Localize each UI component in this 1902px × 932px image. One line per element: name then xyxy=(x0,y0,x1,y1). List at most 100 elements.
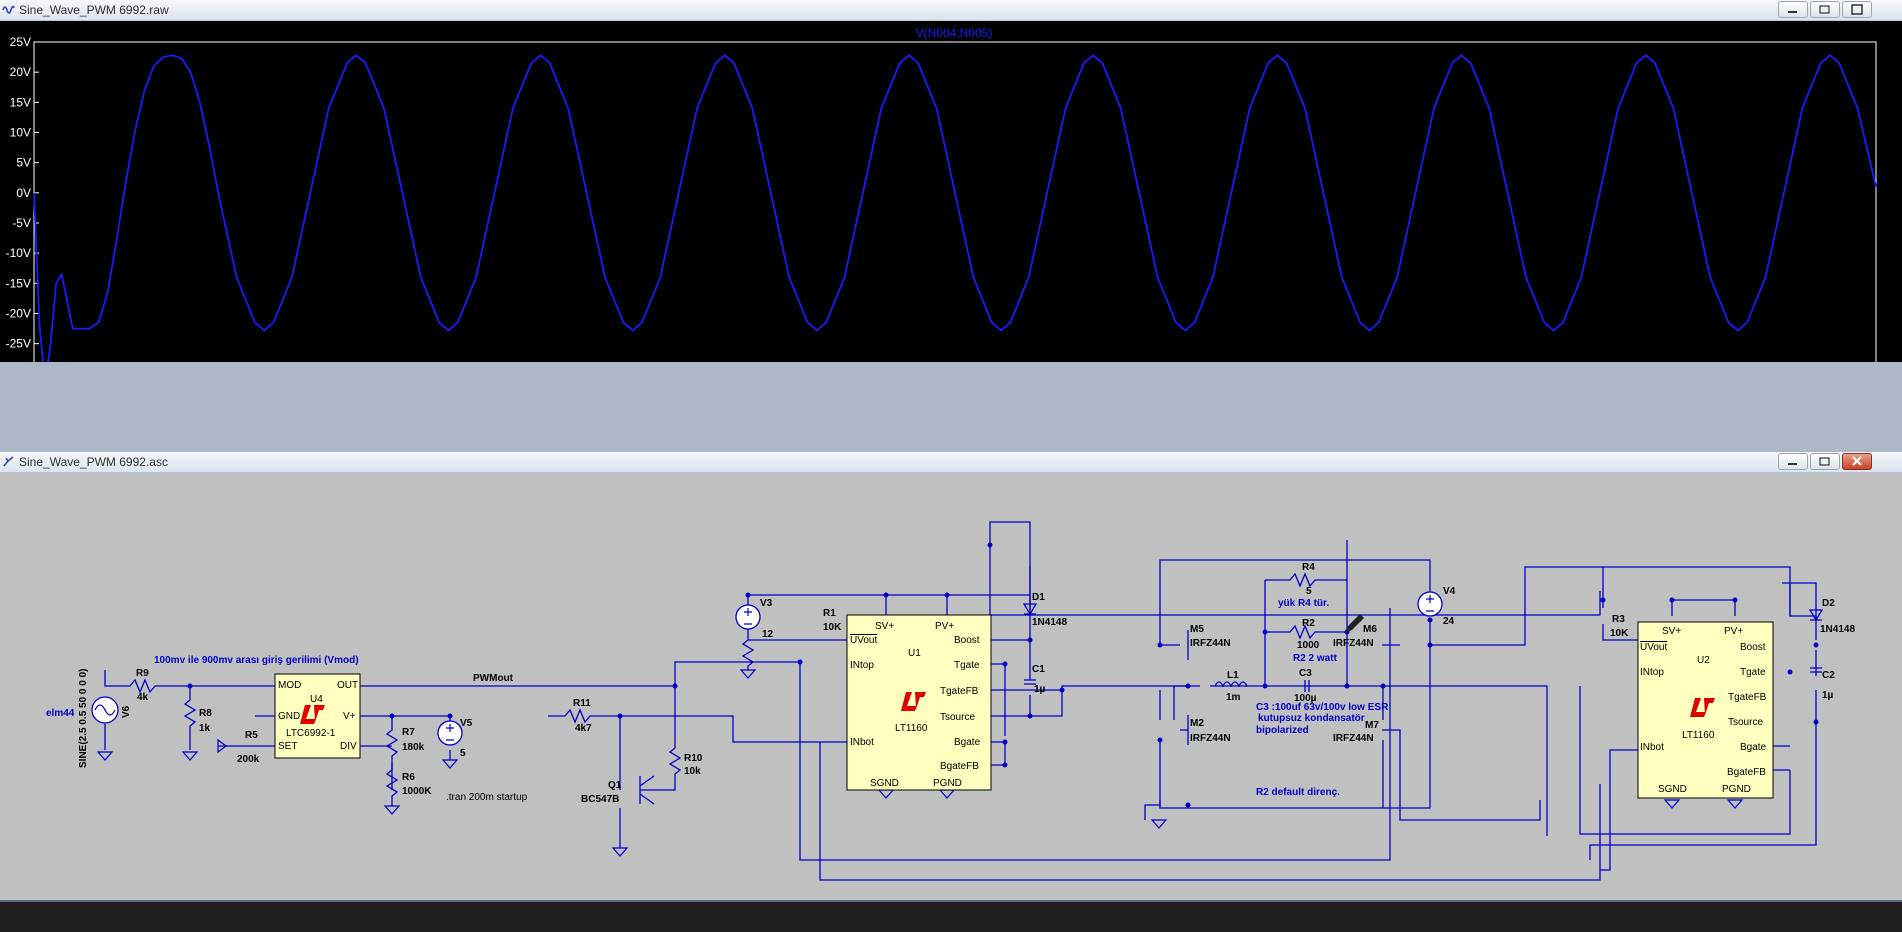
trace-line[interactable] xyxy=(33,54,1877,362)
u2-pin-uvout: UVout xyxy=(1640,642,1667,653)
v5-source[interactable] xyxy=(437,720,463,746)
y-tick-label: -10V xyxy=(6,246,31,260)
v6-value: SINE(2.5 0.5 50 0 0 0) xyxy=(78,668,89,768)
r4-name: R4 xyxy=(1302,562,1315,573)
schematic-close-button[interactable] xyxy=(1842,453,1872,470)
r5-val: 200k xyxy=(237,754,260,765)
y-tick-label: 25V xyxy=(10,35,31,49)
minimize-button[interactable] xyxy=(1778,1,1808,18)
c3-name: C3 xyxy=(1299,668,1312,679)
u2-pin-sgnd: SGND xyxy=(1658,784,1687,795)
r6-name: R6 xyxy=(402,772,415,783)
note-r4[interactable]: yük R4 tür. xyxy=(1278,598,1329,609)
plot-frame xyxy=(33,41,1877,362)
u2-part: LT1160 xyxy=(1682,730,1715,741)
c2-cap xyxy=(1810,667,1822,673)
minimize-icon xyxy=(1788,463,1797,465)
u4-chip[interactable] xyxy=(274,673,361,759)
r7-val: 180k xyxy=(402,742,425,753)
u1-pin-pvplus: PV+ xyxy=(935,621,954,632)
note-vmod[interactable]: 100mv ile 900mv arası giriş gerilimi (Vm… xyxy=(154,655,359,666)
window-separator xyxy=(0,362,1902,452)
u1-pin-svplus: SV+ xyxy=(875,621,894,632)
m5-name: M5 xyxy=(1190,624,1204,635)
r1-name: R1 xyxy=(823,608,836,619)
r2-name: R2 xyxy=(1302,618,1315,629)
m7-name: M7 xyxy=(1365,720,1379,731)
u2-pin-tgatefb: TgateFB xyxy=(1728,692,1767,703)
q1-name: Q1 xyxy=(608,780,622,791)
l1-inductor xyxy=(1214,681,1248,688)
note-r2def[interactable]: R2 default direnç. xyxy=(1256,787,1340,798)
r8-val: 1k xyxy=(199,723,211,734)
note-c3-3[interactable]: bipolarized xyxy=(1256,725,1309,736)
restore-icon xyxy=(1819,5,1830,14)
schematic-minimize-button[interactable] xyxy=(1778,453,1808,470)
u1-pin-tgate: Tgate xyxy=(954,660,980,671)
u4-pin-div: DIV xyxy=(340,741,357,752)
u1-logo-icon xyxy=(901,692,926,711)
u1-pin-tgatefb: TgateFB xyxy=(940,686,979,697)
m5-val: IRFZ44N xyxy=(1190,638,1231,649)
u2-pin-bgatefb: BgateFB xyxy=(1727,767,1766,778)
u2-pin-inbot: INbot xyxy=(1640,742,1664,753)
close-icon xyxy=(1852,456,1862,466)
waveform-titlebar[interactable]: Sine_Wave_PWM 6992.raw xyxy=(0,0,1902,21)
minimize-icon xyxy=(1788,11,1797,13)
c1-name: C1 xyxy=(1032,664,1045,675)
u1-pin-tsource: Tsource xyxy=(940,712,975,723)
note-c3-1[interactable]: C3 :100uf 63v/100v low ESR xyxy=(1256,702,1389,713)
waveform-plot-area[interactable]: 25V20V15V10V5V0V-5V-10V-15V-20V-25V-30V-… xyxy=(0,21,1902,362)
restore-icon xyxy=(1819,457,1830,466)
c1-cap xyxy=(1024,679,1036,685)
schematic-restore-button[interactable] xyxy=(1810,453,1840,470)
u1-pin-bgatefb: BgateFB xyxy=(940,761,979,772)
m2-val: IRFZ44N xyxy=(1190,733,1231,744)
y-tick-label: -25V xyxy=(6,337,31,351)
m7-val: IRFZ44N xyxy=(1333,733,1374,744)
u4-pin-set: SET xyxy=(278,741,297,752)
status-bar xyxy=(0,900,1902,932)
d1-diode xyxy=(1022,603,1038,616)
u2-pin-tgate: Tgate xyxy=(1740,667,1766,678)
pwmout-label: PWMout xyxy=(473,673,514,684)
trace-label[interactable]: V(N004,N005) xyxy=(916,26,993,40)
r11-val: 4k7 xyxy=(575,723,592,734)
schematic-titlebar-bar[interactable]: Sine_Wave_PWM 6992.asc xyxy=(0,452,1902,473)
waveform-app-icon xyxy=(2,5,15,14)
d2-name: D2 xyxy=(1822,598,1835,609)
c2-val: 1µ xyxy=(1822,690,1834,701)
note-c3-2[interactable]: kutupsuz kondansatör xyxy=(1258,713,1365,724)
q1-val: BC547B xyxy=(581,794,619,805)
r9-val: 4k xyxy=(137,692,149,703)
v4-source[interactable] xyxy=(1417,591,1443,617)
elm-label: elm44 xyxy=(46,708,75,719)
restore-button[interactable] xyxy=(1810,1,1840,18)
m6-name: M6 xyxy=(1363,624,1377,635)
r8-name: R8 xyxy=(199,708,212,719)
tran-command[interactable]: .tran 200m startup xyxy=(446,792,528,803)
d1-val: 1N4148 xyxy=(1032,617,1067,628)
r3-name: R3 xyxy=(1612,614,1625,625)
schematic-canvas[interactable]: MOD OUT GND V+ SET DIV U4 LTC6992-1 SV+ … xyxy=(0,472,1902,900)
u1-chip[interactable] xyxy=(846,614,992,791)
r2-val: 1000 xyxy=(1297,640,1320,651)
u2-pin-boost: Boost xyxy=(1740,642,1766,653)
waveform-plot[interactable]: 25V20V15V10V5V0V-5V-10V-15V-20V-25V-30V-… xyxy=(0,21,1902,362)
v6-name: V6 xyxy=(121,705,132,718)
u1-part: LT1160 xyxy=(895,723,928,734)
y-tick-label: -20V xyxy=(6,307,31,321)
u4-name: U4 xyxy=(310,694,323,705)
r4-val: 5 xyxy=(1306,586,1312,597)
v3-val: 12 xyxy=(762,629,774,640)
u1-name: U1 xyxy=(908,648,921,659)
note-r2w[interactable]: R2 2 watt xyxy=(1293,653,1338,664)
r10-name: R10 xyxy=(684,753,703,764)
u4-logo-icon xyxy=(300,705,325,724)
u2-pin-pgnd: PGND xyxy=(1722,784,1751,795)
maximize-button[interactable] xyxy=(1842,1,1872,18)
u4-pin-mod: MOD xyxy=(278,680,301,691)
r7-name: R7 xyxy=(402,727,415,738)
v3-source[interactable] xyxy=(735,604,761,630)
